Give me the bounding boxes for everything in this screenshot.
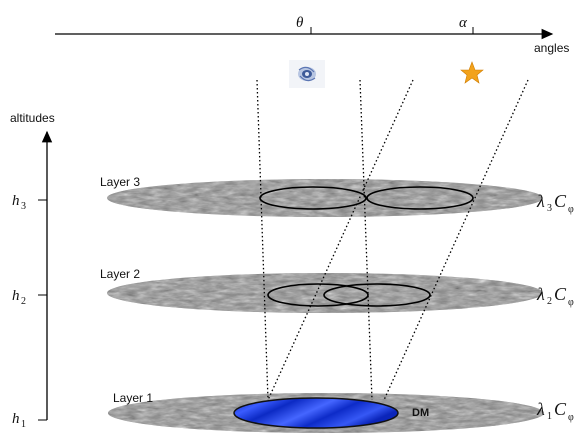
altitude-h2: h 2 — [12, 288, 26, 307]
theta-symbol: θ — [296, 15, 304, 31]
deformable-mirror: DM — [233, 397, 429, 429]
svg-text:2: 2 — [21, 296, 26, 307]
weight-layer-2: λ 2 C φ — [536, 284, 574, 308]
svg-text:h: h — [12, 411, 20, 427]
svg-text:h: h — [12, 193, 20, 209]
star-los-right — [383, 79, 529, 401]
beam-footprints — [259, 186, 474, 307]
weight-layer-3: λ 3 C φ — [536, 191, 574, 215]
altitude-h3: h 3 — [12, 193, 26, 212]
star-icon — [460, 61, 484, 84]
svg-text:φ: φ — [568, 204, 574, 215]
svg-text:φ: φ — [568, 297, 574, 308]
svg-text:φ: φ — [568, 412, 574, 423]
galaxy-los-left — [256, 79, 269, 401]
svg-text:3: 3 — [547, 203, 552, 214]
svg-text:C: C — [554, 284, 567, 304]
alpha-symbol: α — [459, 15, 468, 31]
footprint-star-layer-3 — [366, 186, 474, 210]
svg-text:λ: λ — [536, 284, 545, 304]
svg-text:1: 1 — [547, 411, 552, 422]
footprint-galaxy-layer-2 — [267, 283, 369, 307]
altitudes-label: altitudes — [10, 111, 55, 125]
footprint-star-layer-2 — [323, 283, 431, 307]
altitude-h1: h 1 — [12, 411, 26, 430]
svg-text:1: 1 — [21, 419, 26, 430]
angles-axis: θ α angles — [55, 15, 569, 55]
angles-label: angles — [534, 41, 569, 55]
layer-1-label: Layer 1 — [113, 391, 153, 405]
svg-text:λ: λ — [536, 399, 545, 419]
star-los-left — [267, 79, 414, 401]
weight-layer-1: λ 1 C φ — [536, 399, 574, 423]
layer-3-label: Layer 3 — [100, 175, 140, 189]
footprint-galaxy-layer-3 — [259, 186, 367, 210]
svg-text:2: 2 — [547, 296, 552, 307]
svg-text:h: h — [12, 288, 20, 304]
svg-text:C: C — [554, 191, 567, 211]
altitudes-axis: altitudes h 3 h 2 h 1 — [10, 111, 55, 430]
galaxy-icon — [289, 60, 325, 88]
galaxy-los-right — [359, 79, 373, 401]
svg-text:λ: λ — [536, 191, 545, 211]
layer-2-label: Layer 2 — [100, 267, 140, 281]
dm-label: DM — [412, 407, 429, 419]
layer-3: Layer 3 — [100, 175, 543, 217]
lines-of-sight — [256, 79, 529, 401]
svg-text:C: C — [554, 399, 567, 419]
svg-text:3: 3 — [21, 201, 26, 212]
